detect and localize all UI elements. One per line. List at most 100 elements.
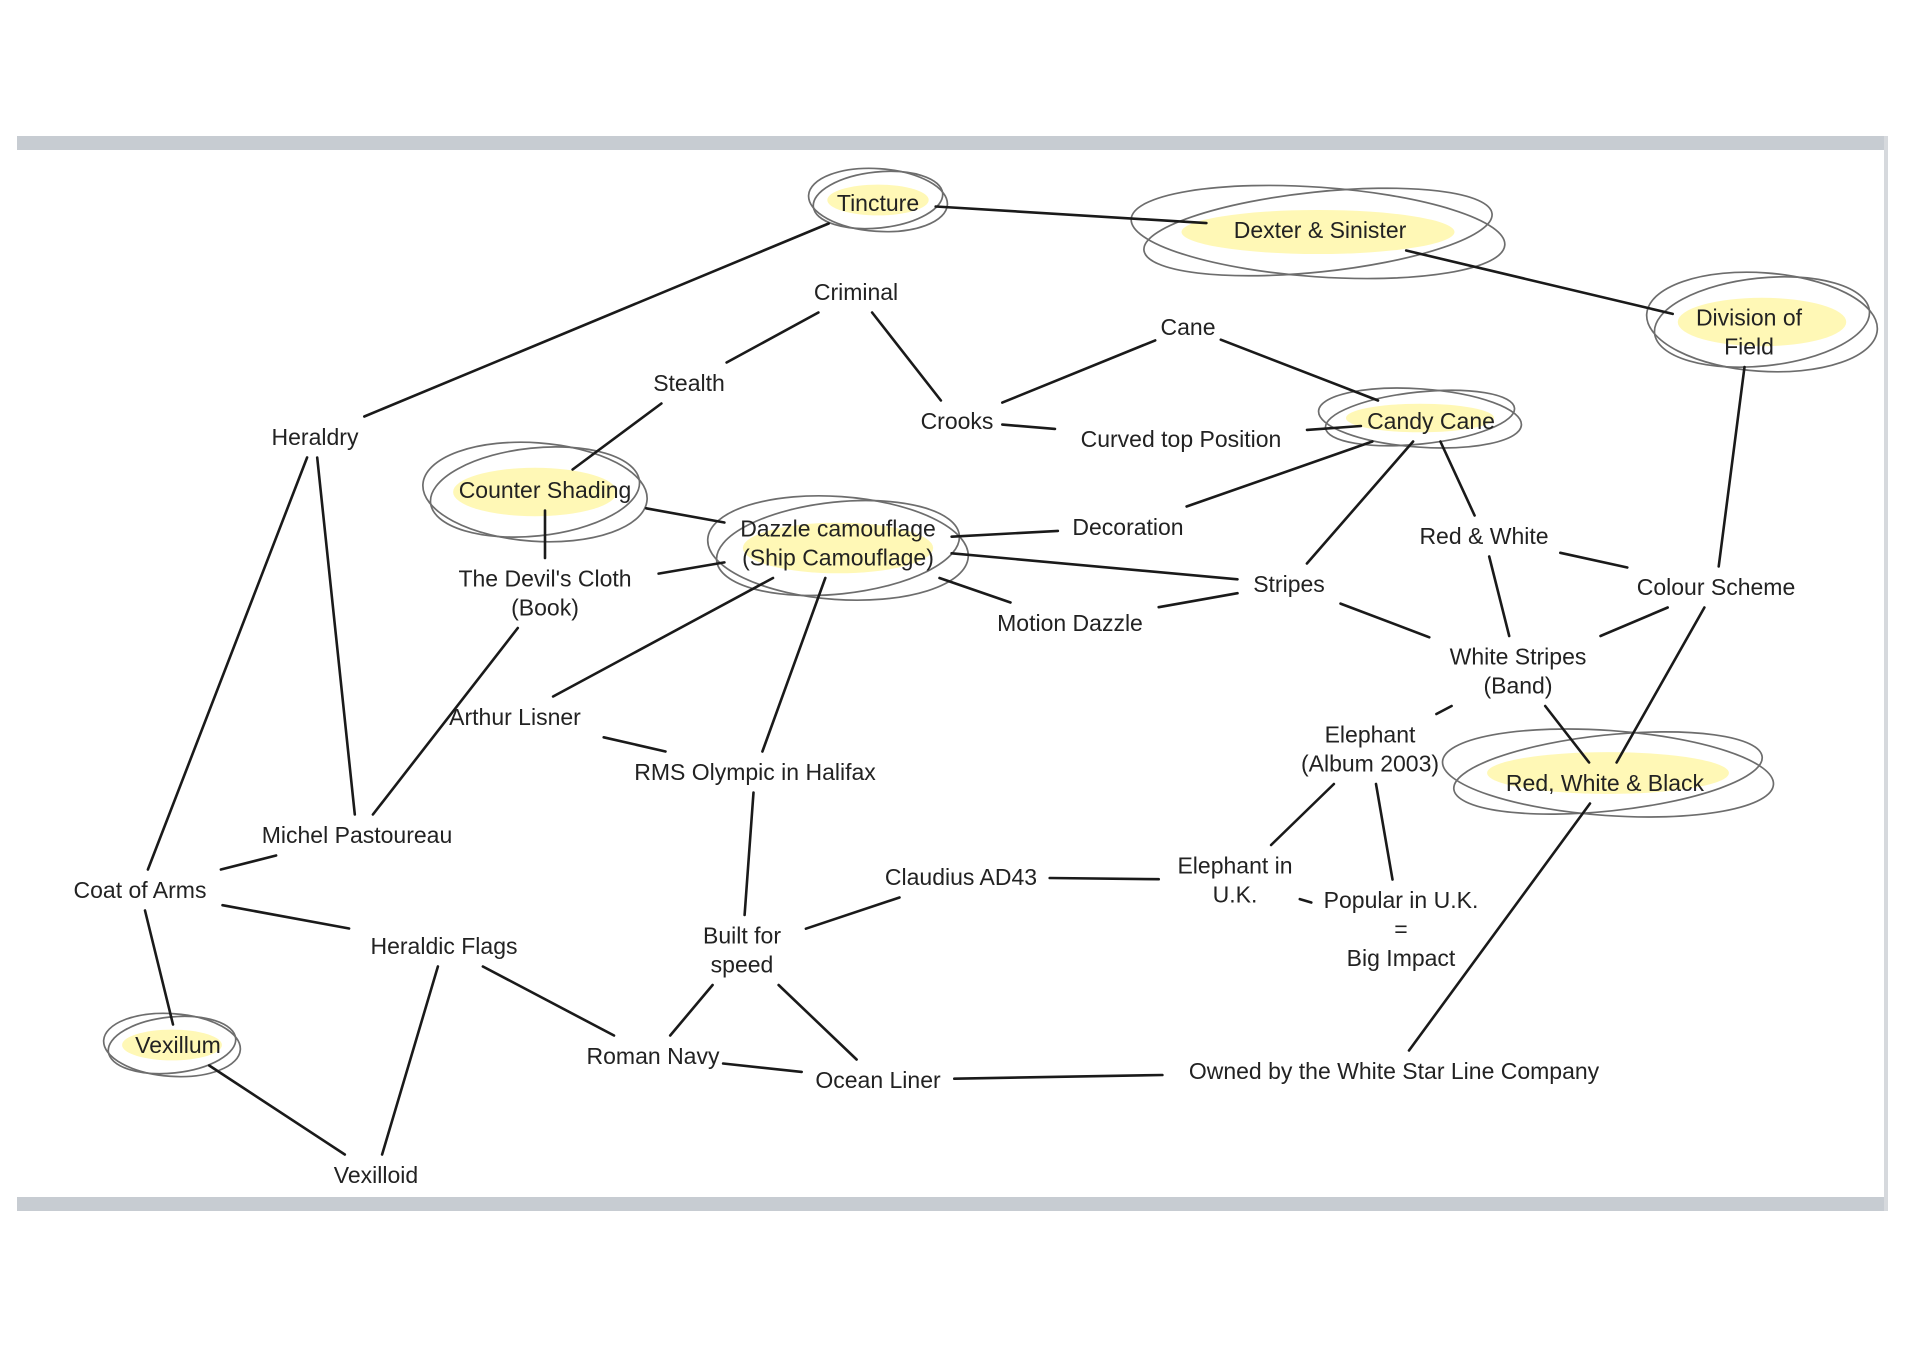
node-label: Cane: [1161, 314, 1216, 340]
node-label: Field: [1724, 334, 1774, 360]
pencil-circle: [807, 167, 949, 233]
edge-stealth-to-counter-shading: [571, 402, 663, 471]
edge-colour-scheme-to-red-white-black: [1615, 606, 1706, 764]
node-label: Big Impact: [1347, 945, 1456, 971]
edge-heraldic-flags-to-vexilloid: [380, 965, 440, 1156]
edge-criminal-to-crooks: [870, 311, 943, 402]
node-label: Division of: [1696, 305, 1803, 331]
node-vexillum: Vexillum: [135, 1032, 221, 1058]
node-red-white-black: Red, White & Black: [1506, 770, 1705, 796]
node-label: The Devil's Cloth: [458, 566, 631, 592]
edge-decoration-to-candy-cane: [1185, 440, 1374, 508]
node-label: Stripes: [1253, 571, 1325, 597]
node-label: (Book): [511, 595, 579, 621]
node-white-star-line: Owned by the White Star Line Company: [1189, 1058, 1600, 1084]
highlighter-mark: [1181, 210, 1455, 254]
node-criminal: Criminal: [814, 279, 898, 305]
node-arthur-lisner: Arthur Lisner: [449, 704, 581, 730]
node-label: (Album 2003): [1301, 751, 1439, 777]
right-border-line: [1884, 136, 1888, 1211]
node-label: Candy Cane: [1367, 408, 1495, 434]
pencil-circle: [107, 1015, 237, 1075]
node-label: Owned by the White Star Line Company: [1189, 1058, 1600, 1084]
node-label: Crooks: [921, 408, 994, 434]
edge-claudius-to-elephant-uk: [1048, 876, 1160, 881]
highlight-division-of-field: [1645, 271, 1879, 373]
node-label: Heraldic Flags: [371, 933, 518, 959]
node-label: Motion Dazzle: [997, 610, 1143, 636]
node-michel-pastoureau: Michel Pastoureau: [262, 822, 453, 848]
node-counter-shading: Counter Shading: [459, 477, 632, 503]
node-label: =: [1394, 916, 1407, 942]
edge-curved-top-position-to-candy-cane: [1305, 424, 1363, 432]
highlighter-mark: [827, 184, 929, 216]
node-label: Elephant: [1325, 722, 1416, 748]
node-label: Dazzle camouflage: [740, 516, 936, 542]
edge-arthur-lisner-to-rms-olympic: [602, 735, 667, 753]
node-crooks: Crooks: [921, 408, 994, 434]
node-candy-cane: Candy Cane: [1367, 408, 1495, 434]
node-label: Built for: [703, 923, 781, 949]
node-label: Counter Shading: [459, 477, 632, 503]
node-label: Roman Navy: [587, 1043, 720, 1069]
node-roman-navy: Roman Navy: [587, 1043, 720, 1069]
edge-counter-shading-to-dazzle-camouflage: [644, 506, 726, 524]
node-heraldic-flags: Heraldic Flags: [371, 933, 518, 959]
highlighter-mark: [742, 522, 934, 574]
edge-dazzle-camouflage-to-decoration: [950, 529, 1060, 539]
node-dazzle-camouflage: Dazzle camouflage (Ship Camouflage): [740, 516, 936, 571]
node-cane: Cane: [1161, 314, 1216, 340]
edge-candy-cane-to-red-white: [1439, 440, 1476, 517]
node-label: Arthur Lisner: [449, 704, 581, 730]
top-border-band: [17, 136, 1887, 150]
edge-layer: [143, 205, 1746, 1156]
edge-built-for-speed-to-claudius: [804, 896, 901, 931]
node-label: (Ship Camouflage): [742, 545, 934, 571]
edge-vexillum-to-vexilloid: [207, 1064, 347, 1156]
node-label: Criminal: [814, 279, 898, 305]
edge-devils-cloth-to-michel-pastoureau: [371, 626, 520, 816]
pencil-circle: [706, 494, 970, 602]
node-label: (Band): [1483, 673, 1552, 699]
edge-cane-to-crooks: [1000, 339, 1157, 404]
edge-motion-dazzle-to-stripes: [1157, 591, 1239, 609]
pencil-circle: [1645, 271, 1879, 373]
edge-division-of-field-to-colour-scheme: [1717, 365, 1746, 568]
node-vexilloid: Vexilloid: [334, 1162, 418, 1188]
node-elephant-album: Elephant (Album 2003): [1301, 722, 1439, 777]
edge-devils-cloth-to-dazzle-camouflage: [657, 561, 726, 575]
node-white-stripes: White Stripes(Band): [1450, 644, 1587, 699]
node-elephant-uk: Elephant inU.K.: [1177, 853, 1292, 908]
node-coat-of-arms: Coat of Arms: [74, 877, 207, 903]
edge-crooks-to-curved-top-position: [1000, 423, 1057, 431]
node-label: U.K.: [1213, 882, 1258, 908]
edge-elephant-album-to-elephant-uk: [1269, 782, 1336, 847]
node-red-white: Red & White: [1419, 523, 1548, 549]
node-label: Heraldry: [272, 424, 359, 450]
highlighter-mark: [1677, 297, 1847, 347]
highlight-vexillum: [102, 1012, 242, 1078]
node-heraldry: Heraldry: [272, 424, 359, 450]
node-label: Red & White: [1419, 523, 1548, 549]
node-stealth: Stealth: [653, 370, 725, 396]
pencil-circle: [1143, 187, 1493, 277]
edge-ocean-liner-to-white-star-line: [952, 1073, 1164, 1080]
node-label: RMS Olympic in Halifax: [634, 759, 876, 785]
highlight-tincture: [807, 167, 949, 233]
edge-heraldic-flags-to-roman-navy: [481, 965, 616, 1037]
node-label: Dexter & Sinister: [1234, 217, 1407, 243]
node-popular-uk: Popular in U.K.=Big Impact: [1324, 887, 1479, 971]
node-label: Claudius AD43: [885, 864, 1037, 890]
edge-michel-pastoureau-to-coat-of-arms: [219, 854, 278, 871]
edge-cane-to-candy-cane: [1219, 338, 1380, 402]
edge-rms-olympic-to-built-for-speed: [743, 791, 755, 917]
node-stripes: Stripes: [1253, 571, 1325, 597]
edge-elephant-album-to-popular-uk: [1374, 782, 1394, 881]
edge-white-stripes-to-elephant-album: [1435, 704, 1453, 716]
edge-dazzle-camouflage-to-rms-olympic: [761, 576, 827, 753]
node-label: Vexillum: [135, 1032, 221, 1058]
